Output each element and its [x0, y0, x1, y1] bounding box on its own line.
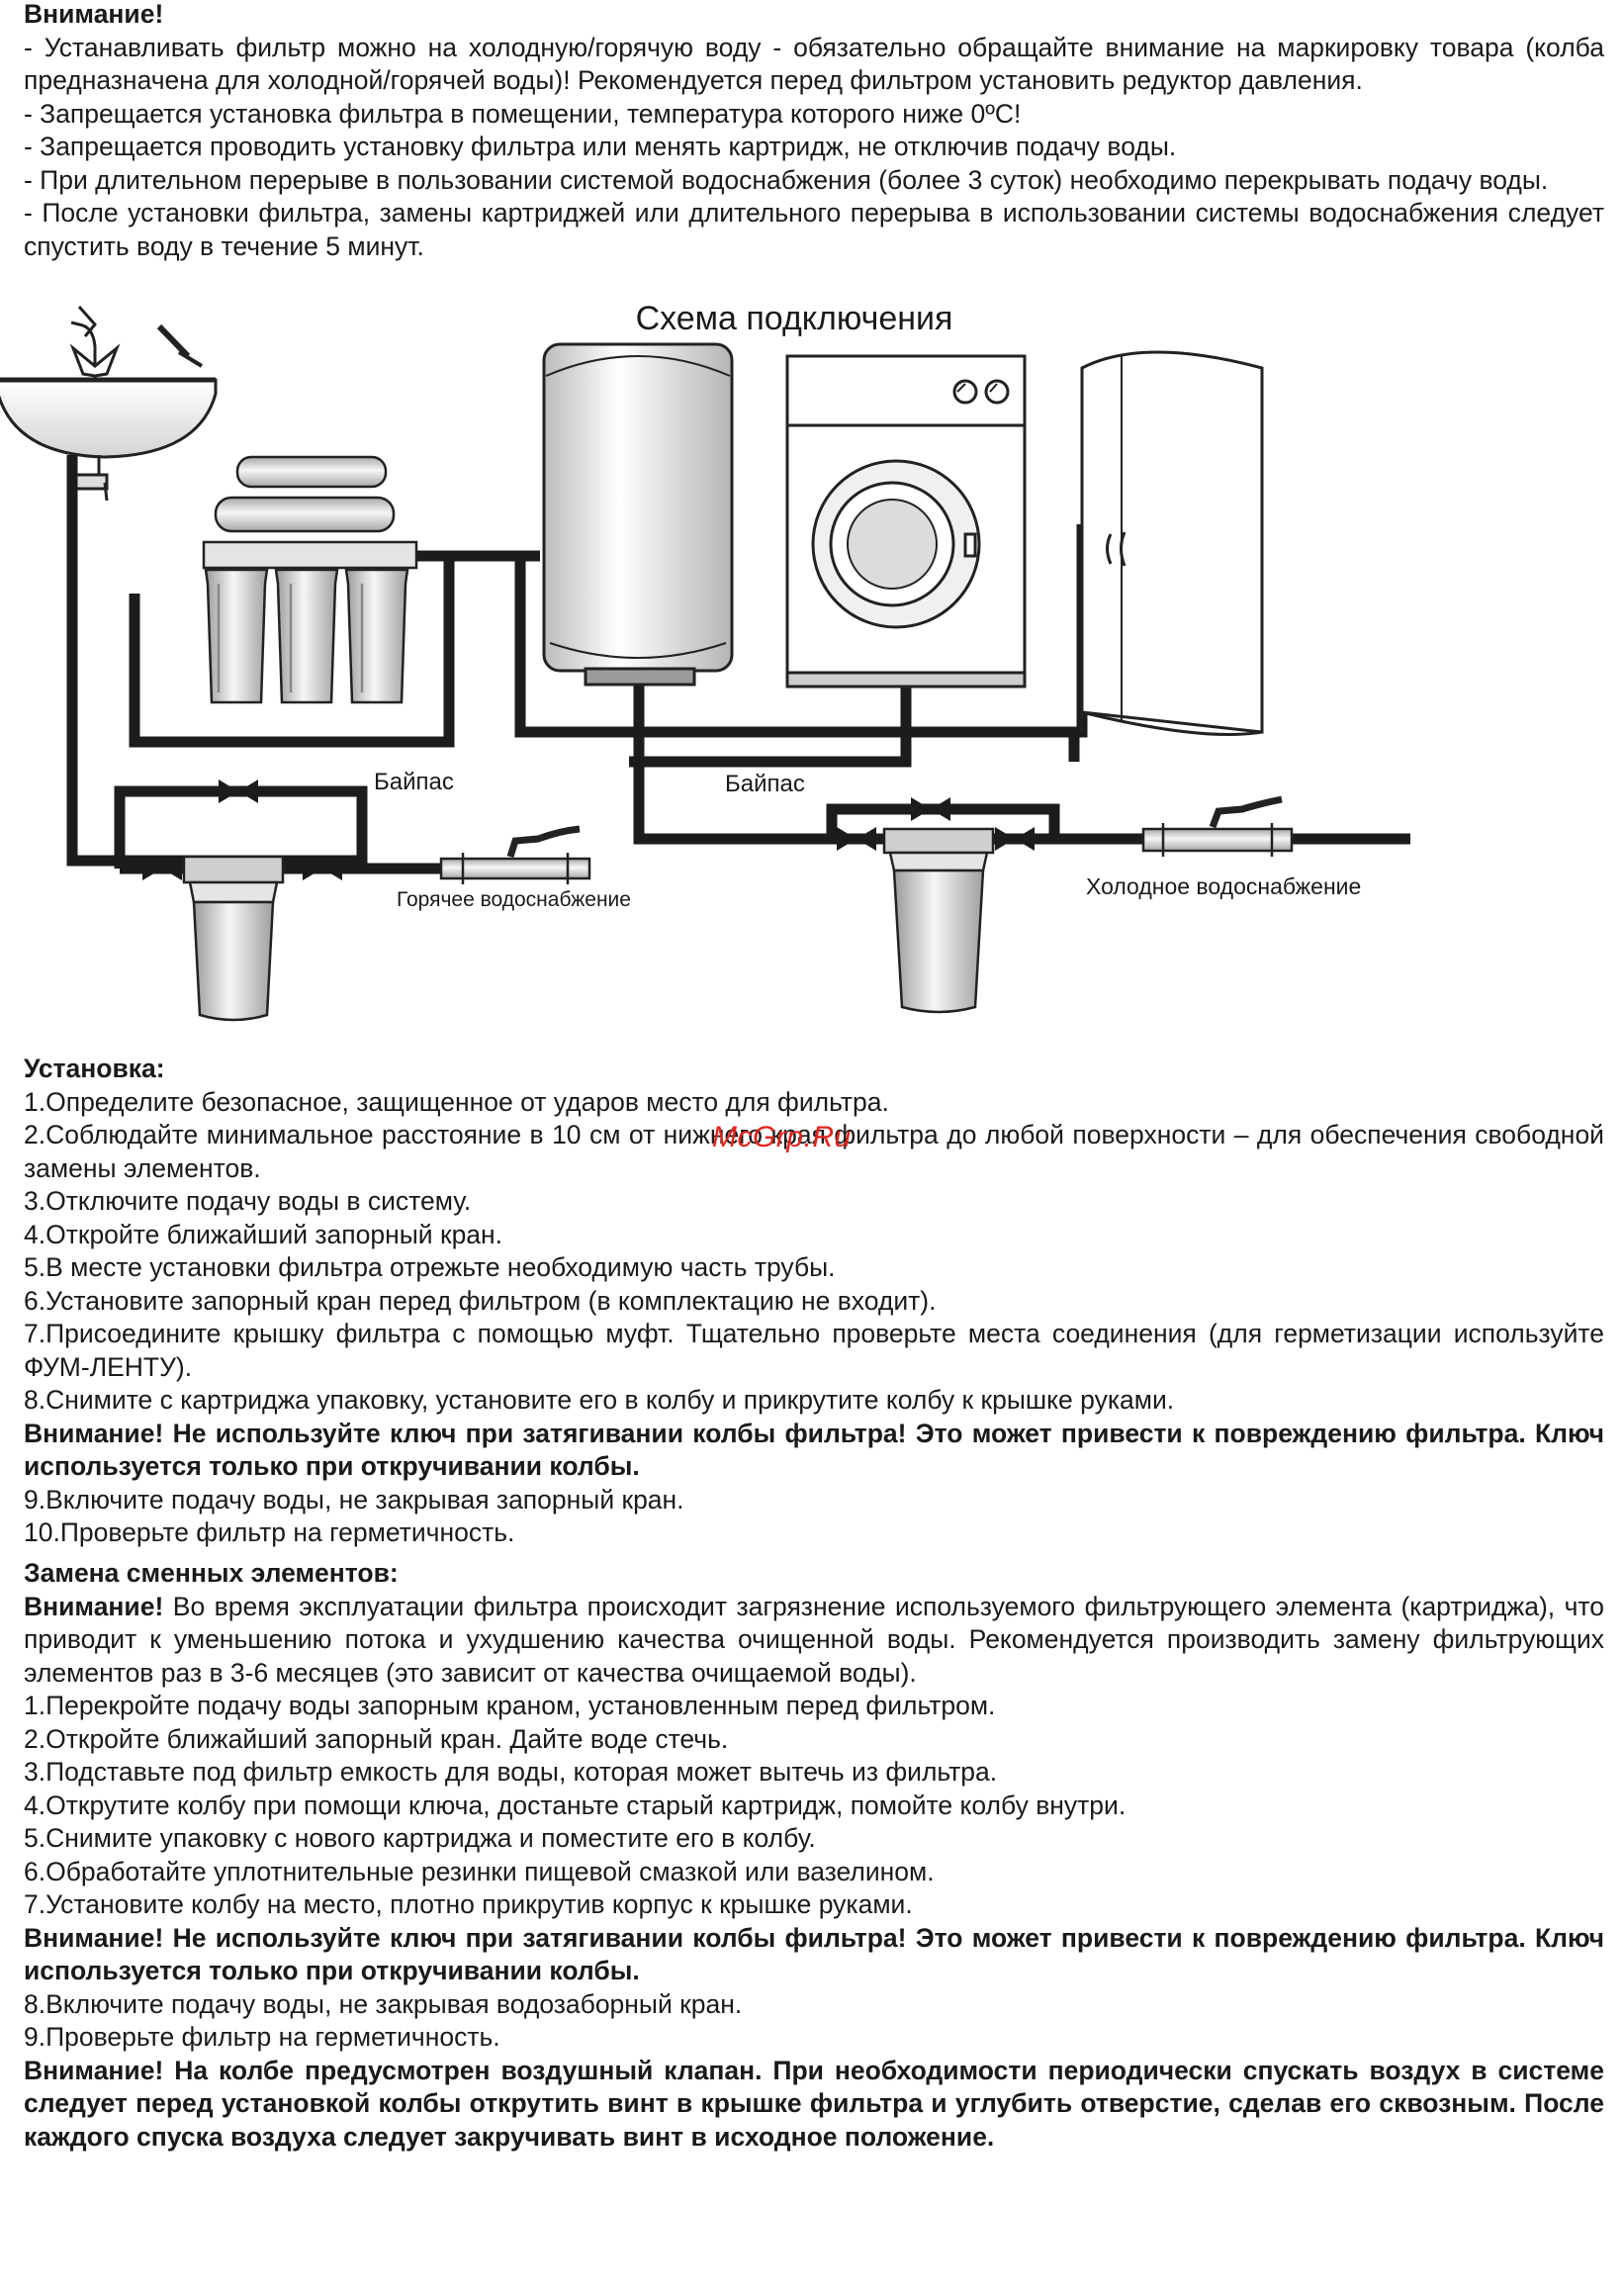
cold-bypass-valves [837, 797, 1035, 851]
install-step: 1.Определите безопасное, защищенное от у… [24, 1086, 889, 1117]
sink [0, 377, 218, 502]
warning-line-2: - Запрещается установка фильтра в помеще… [24, 98, 1022, 129]
water-heater [542, 342, 734, 687]
air-valve-warning: Внимание! На колбе предусмотрен воздушны… [24, 2055, 1604, 2152]
install-step: 6.Установите запорный кран перед фильтро… [24, 1285, 937, 1316]
install-heading: Установка: [24, 1054, 165, 1083]
install-section: Установка: 1.Определите безопасное, защи… [24, 1053, 1604, 1550]
replace-section: Замена сменных элементов: Внимание! Во в… [24, 1557, 1604, 2154]
replace-intro: Внимание! Во время эксплуатации фильтра … [24, 1591, 1604, 1691]
warning-line-5: - После установки фильтра, замены картри… [24, 198, 1604, 261]
cold-valve [1141, 795, 1294, 857]
replace-heading: Замена сменных элементов: [24, 1558, 399, 1588]
replace-step: 5.Снимите упаковку с нового картриджа и … [24, 1823, 816, 1853]
hot-supply-label: Горячее водоснабжение [397, 888, 631, 911]
warning-section: Внимание! - Устанавливать фильтр можно н… [24, 0, 1604, 263]
install-step: 4.Откройте ближайший запорный кран. [24, 1219, 503, 1249]
hot-bypass-valves [142, 780, 342, 880]
washing-machine [785, 354, 1027, 689]
watermark: McGrp.Ru [712, 1121, 852, 1153]
install-step: 9.Включите подачу воды, не закрывая запо… [24, 1484, 684, 1515]
install-warning: Внимание! Не используйте ключ при затяги… [24, 1418, 1604, 1482]
connection-diagram: Схема подключения [0, 297, 1599, 1049]
install-step: 10.Проверьте фильтр на герметичность. [24, 1517, 515, 1547]
install-step: 7.Присоедините крышку фильтра с помощью … [24, 1319, 1604, 1382]
replace-step: 1.Перекройте подачу воды запорным краном… [24, 1691, 996, 1720]
install-step: 3.Отключите подачу воды в систему. [24, 1186, 472, 1216]
replace-intro-text: Во время эксплуатации фильтра происходит… [24, 1591, 1604, 1688]
faucet-icon [69, 306, 204, 380]
warning-line-1: - Устанавливать фильтр можно на холодную… [24, 32, 1604, 96]
replace-intro-bold: Внимание! [24, 1591, 164, 1621]
diagram-title: Схема подключения [636, 300, 953, 337]
replace-step: 6.Обработайте уплотнительные резинки пищ… [24, 1856, 935, 1886]
connection-diagram-svg: Схема подключения [0, 300, 1410, 1022]
install-step: 5.В месте установки фильтра отрежьте нео… [24, 1252, 836, 1282]
hot-filter [182, 855, 285, 1022]
replace-step: 7.Установите колбу на место, плотно прик… [24, 1889, 913, 1919]
warning-line-3: - Запрещается проводить установку фильтр… [24, 132, 1177, 161]
replace-step: 2.Откройте ближайший запорный кран. Дайт… [24, 1723, 729, 1754]
cold-supply-label: Холодное водоснабжение [1086, 873, 1361, 899]
bypass-label-cold: Байпас [725, 771, 805, 797]
replace-warning: Внимание! Не используйте ключ при затяги… [24, 1922, 1604, 1986]
install-step: 8.Снимите с картриджа упаковку, установи… [24, 1385, 1175, 1415]
replace-step: 3.Подставьте под фильтр емкость для воды… [24, 1757, 998, 1787]
hot-valve [439, 825, 591, 884]
warning-heading: Внимание! [24, 0, 164, 29]
cold-filter [882, 827, 995, 1014]
shower-cabin [1080, 350, 1264, 736]
bypass-label-hot: Байпас [374, 769, 454, 795]
install-step: 2.Соблюдайте минимальное расстояние в 10… [24, 1120, 1604, 1183]
reverse-osmosis-unit [202, 455, 418, 704]
replace-step: 8.Включите подачу воды, не закрывая водо… [24, 1988, 743, 2019]
replace-step: 9.Проверьте фильтр на герметичность. [24, 2022, 500, 2052]
replace-step: 4.Открутите колбу при помощи ключа, дост… [24, 1790, 1127, 1820]
warning-line-4: - При длительном перерыве в пользовании … [24, 164, 1549, 195]
